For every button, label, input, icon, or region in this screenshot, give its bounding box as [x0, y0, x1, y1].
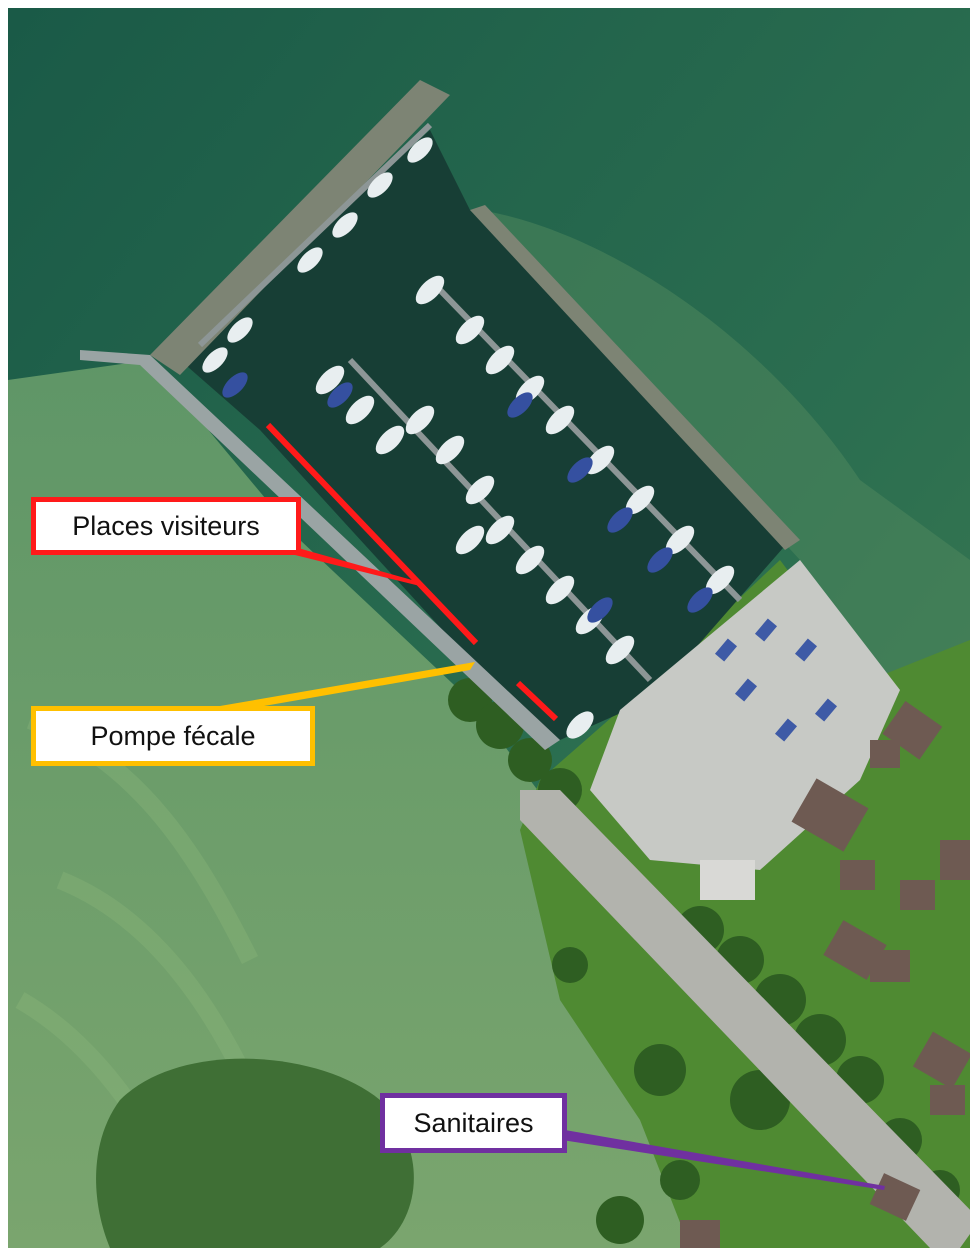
label-places-visiteurs: Places visiteurs — [31, 497, 301, 555]
boats — [202, 137, 735, 739]
visiteurs-callout-pointer — [295, 548, 420, 586]
label-pompe-fecale: Pompe fécale — [31, 706, 315, 766]
road — [520, 790, 970, 1248]
label-sanitaires: Sanitaires — [380, 1093, 567, 1153]
reed-island — [96, 1058, 414, 1248]
lake-shallow-water — [8, 360, 700, 1248]
visitor-places-line — [265, 422, 479, 646]
east-breakwater — [470, 205, 800, 550]
buildings — [680, 700, 970, 1248]
harbor-basin — [180, 130, 790, 740]
pier-walkway — [80, 350, 560, 750]
west-breakwater — [150, 80, 450, 375]
parked-boats — [714, 618, 838, 742]
pompe-callout-pointer — [220, 662, 475, 712]
sanitaires-callout-pointer — [562, 1130, 885, 1190]
visitor-places-line-2 — [515, 680, 559, 722]
boats-blue-covers — [222, 372, 713, 623]
